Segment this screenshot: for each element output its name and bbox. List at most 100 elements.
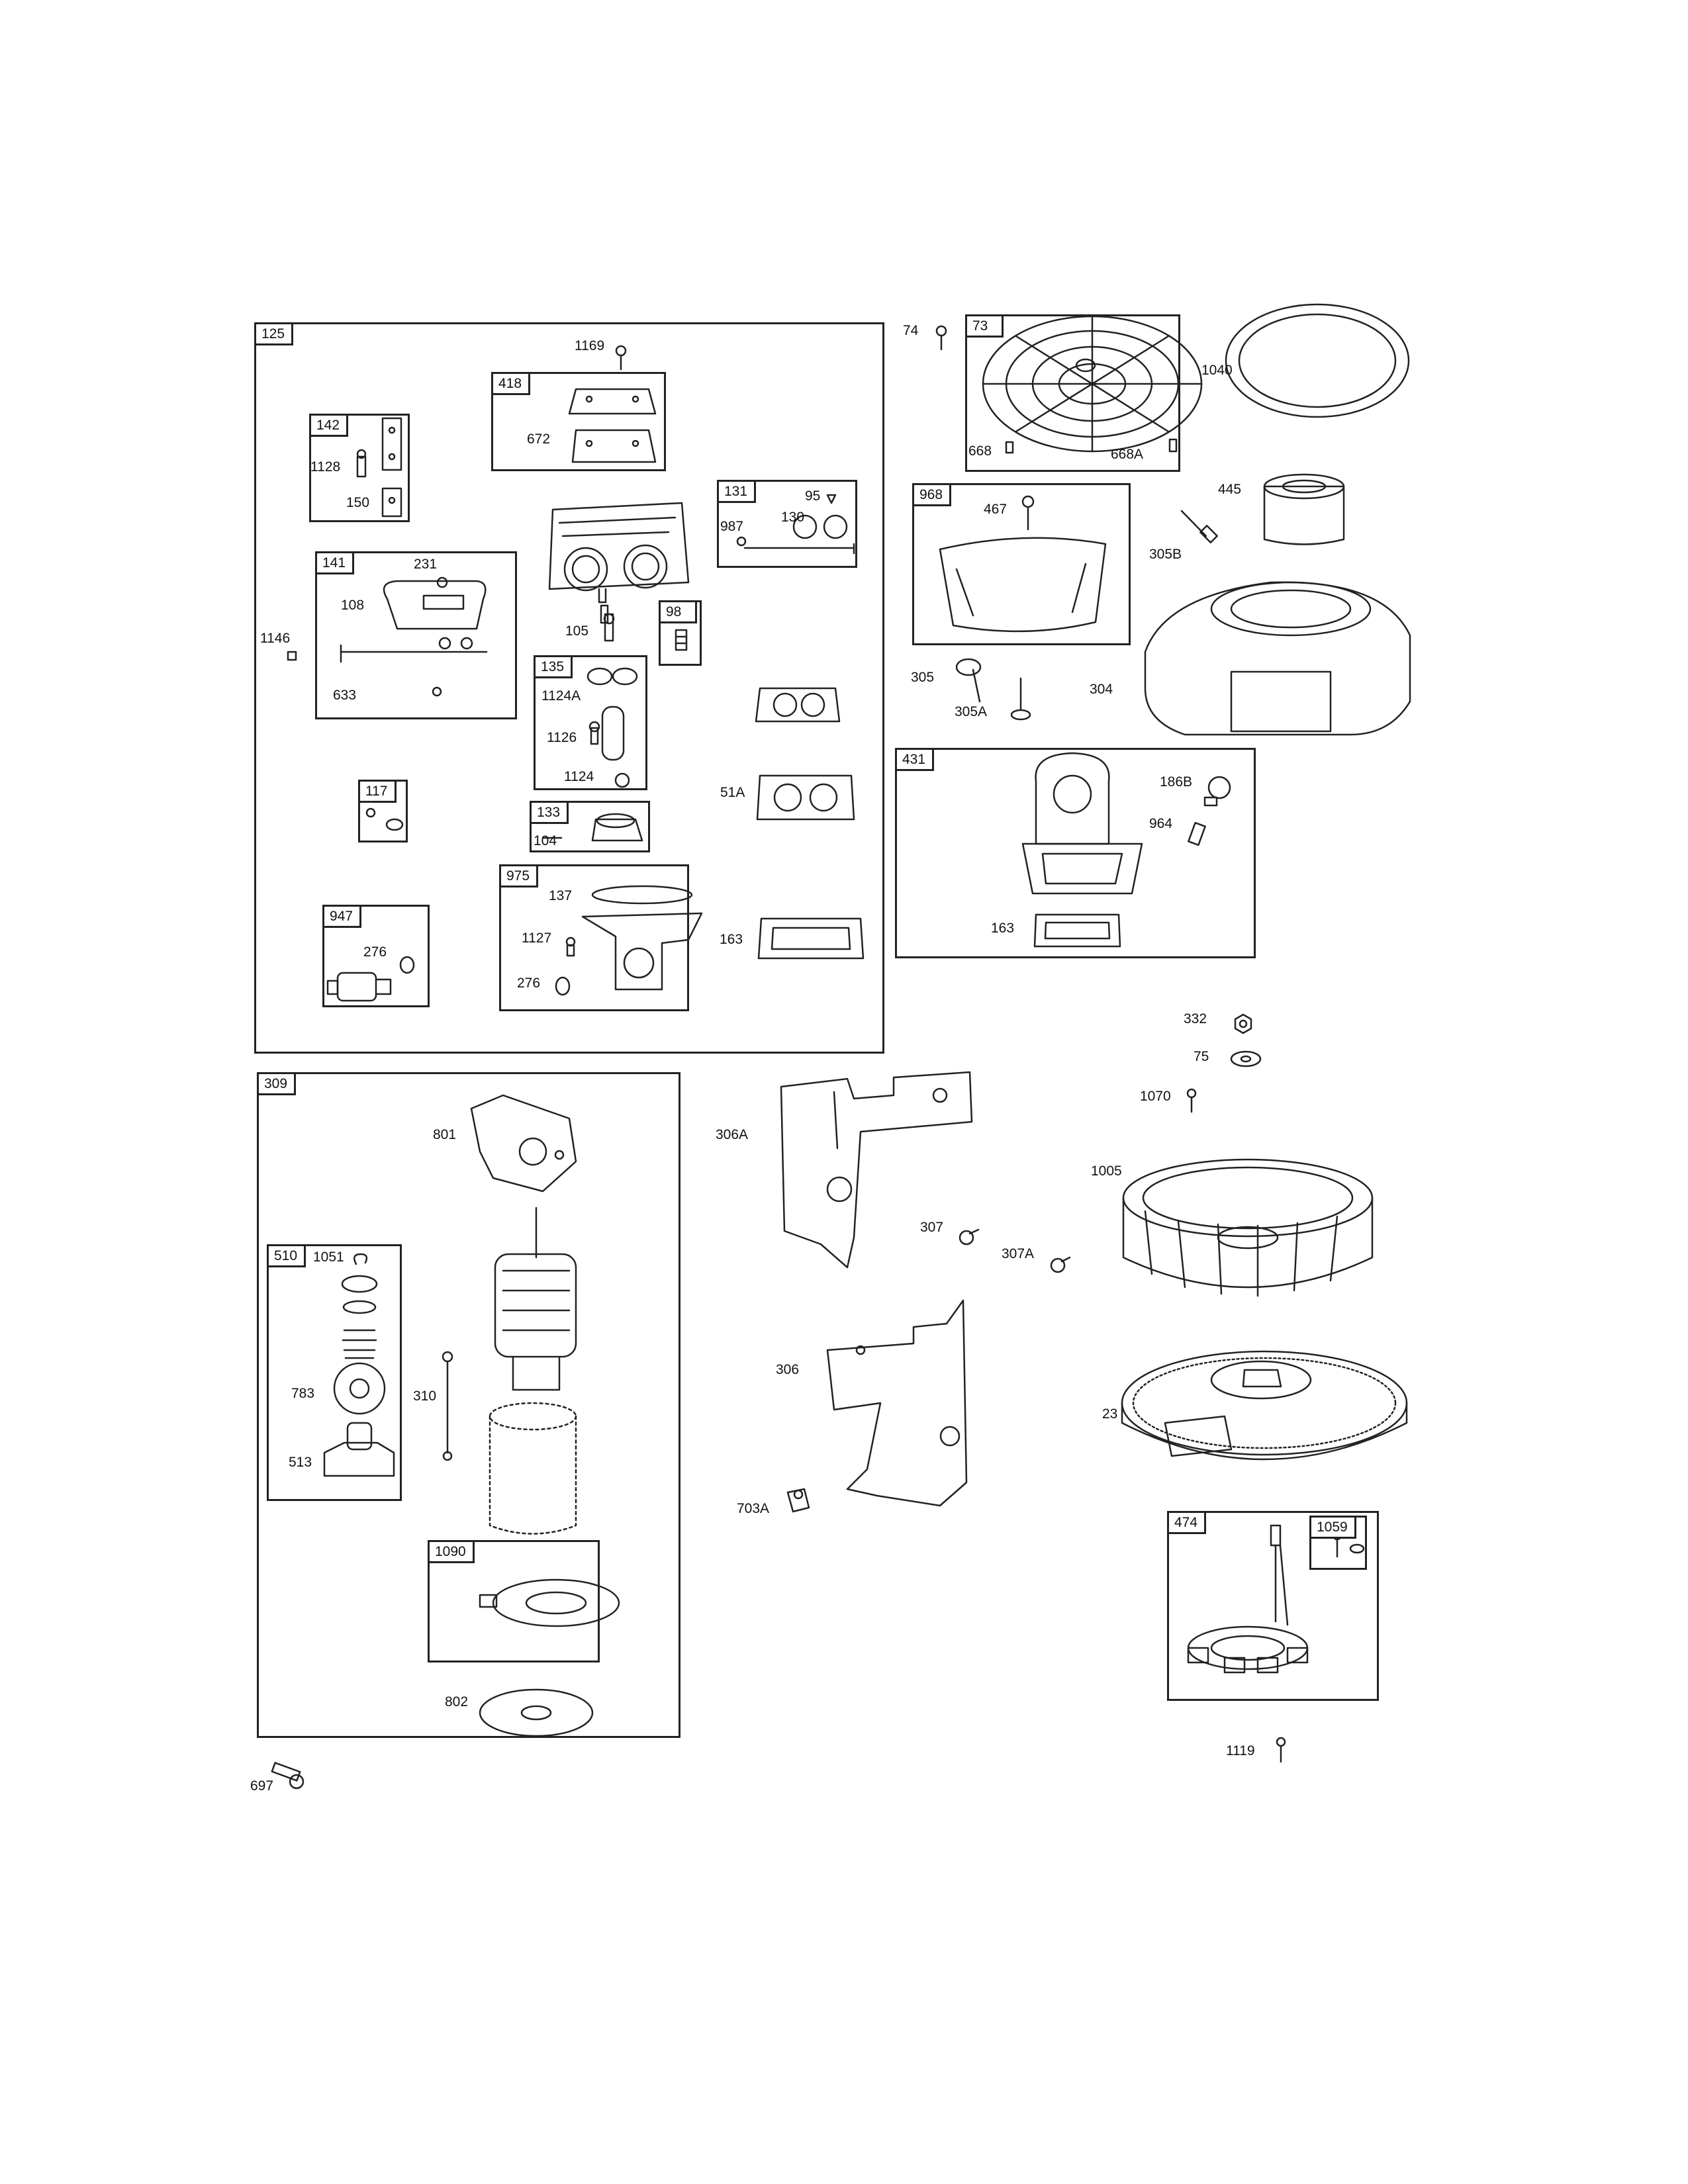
screw-1169-drawing [616,346,626,369]
ring-1040-drawing [1226,304,1409,417]
group-tag-309: 309 [259,1074,297,1095]
group-box-947: 947 [322,905,430,1007]
part-label-987: 987 [720,519,744,534]
part-label-74: 74 [903,323,919,338]
gasket-51A-drawing [757,776,854,819]
part-label-137: 137 [549,888,573,903]
group-tag-431: 431 [897,750,935,771]
part-117-drawing [367,809,402,830]
float-135-drawing [588,668,637,787]
group-tag-133: 133 [532,803,569,824]
part-label-1146: 1146 [260,631,291,646]
group-box-125: 125 [254,322,884,1054]
part-label-1119: 1119 [1226,1743,1255,1758]
part-label-1005: 1005 [1091,1163,1122,1179]
part-label-51A: 51A [720,785,745,800]
part-label-445: 445 [1218,482,1242,497]
bolt-305A-drawing [1011,678,1030,719]
screw-74-drawing [937,326,946,349]
bolt-307-drawing [960,1230,978,1244]
group-box-133: 133 [530,801,650,852]
part-label-964: 964 [1149,816,1173,831]
part-label-307: 307 [920,1220,944,1235]
part-label-1040: 1040 [1201,363,1233,378]
drive-510-drawing [324,1276,394,1476]
part-label-105: 105 [565,623,589,639]
needle-105-drawing [604,614,614,641]
bracket-142-drawing [357,418,401,516]
group-tag-1059: 1059 [1311,1518,1356,1539]
group-box-1090: 1090 [428,1540,600,1662]
group-tag-975: 975 [501,866,539,887]
part-label-801: 801 [433,1127,457,1142]
part-label-307A: 307A [1002,1246,1035,1261]
group-tag-131: 131 [719,482,757,503]
bolt-305-drawing [957,659,980,702]
group-tag-141: 141 [317,553,355,574]
group-box-968: 968 [912,483,1131,645]
part-label-310: 310 [413,1388,437,1404]
group-tag-98: 98 [661,602,697,623]
group-tag-474: 474 [1169,1513,1207,1534]
part-label-163-air: 163 [991,921,1015,936]
part-label-1169: 1169 [575,338,605,353]
washer-75-drawing [1231,1052,1260,1066]
part-label-305B: 305B [1149,547,1182,562]
group-box-141: 141 [315,551,517,719]
flywheel-23-drawing [1122,1351,1407,1459]
group-tag-73: 73 [967,316,1004,338]
brush-plate-1090-drawing [480,1580,619,1626]
bowl-133-drawing [543,814,642,841]
group-box-1059: 1059 [1309,1516,1367,1570]
manifold-975-drawing [556,886,702,995]
part-label-23: 23 [1102,1406,1118,1422]
group-tag-418: 418 [493,374,531,395]
group-tag-968: 968 [914,485,952,506]
group-box-117: 117 [358,780,408,842]
group-box-510: 510 [267,1244,402,1501]
group-tag-947: 947 [324,907,362,928]
part-label-305A: 305A [955,704,988,719]
part-label-104: 104 [534,833,557,848]
group-box-131: 131 [717,480,857,568]
grille-73-drawing [983,316,1201,453]
part-label-306: 306 [776,1362,800,1377]
screw-1070-drawing [1188,1089,1196,1112]
gasket-163-drawing [759,919,863,958]
bolt-310-drawing [443,1352,452,1460]
bolt-305B-drawing [1182,511,1217,543]
part-label-668: 668 [968,443,992,459]
part-label-1070: 1070 [1140,1089,1171,1104]
part-label-672: 672 [527,432,551,447]
group-box-418: 418 [491,372,666,471]
part-label-513: 513 [289,1455,312,1470]
gasket-upper-drawing [756,688,839,721]
group-box-474: 474 [1167,1511,1379,1701]
part-label-703A: 703A [737,1501,770,1516]
part-label-186B: 186B [1160,774,1193,790]
air-cleaner-base-431-drawing [1023,753,1230,946]
part-label-697: 697 [250,1778,274,1794]
stator-474-drawing [1188,1525,1307,1672]
part-label-95: 95 [805,488,821,504]
group-box-975: 975 [499,864,689,1011]
part-label-75: 75 [1194,1049,1209,1064]
bracket-801-drawing [471,1095,576,1191]
throttle-141-drawing [288,578,487,696]
part-label-276-solenoid: 276 [363,944,387,960]
armature-drawing [495,1208,576,1390]
linkage-131-drawing [737,495,854,553]
solenoid-947-drawing [328,957,414,1001]
part-label-802: 802 [445,1694,469,1709]
part-label-633: 633 [333,688,357,703]
cover-968-drawing [940,496,1105,631]
fan-1005-drawing [1123,1160,1372,1296]
group-box-431: 431 [895,748,1256,958]
part-label-163-carb: 163 [720,932,743,947]
air-filter-445-drawing [1264,475,1344,545]
part-label-231: 231 [414,557,438,572]
nut-332-drawing [1235,1015,1251,1033]
group-tag-510: 510 [269,1246,306,1267]
part-label-304: 304 [1090,682,1113,697]
